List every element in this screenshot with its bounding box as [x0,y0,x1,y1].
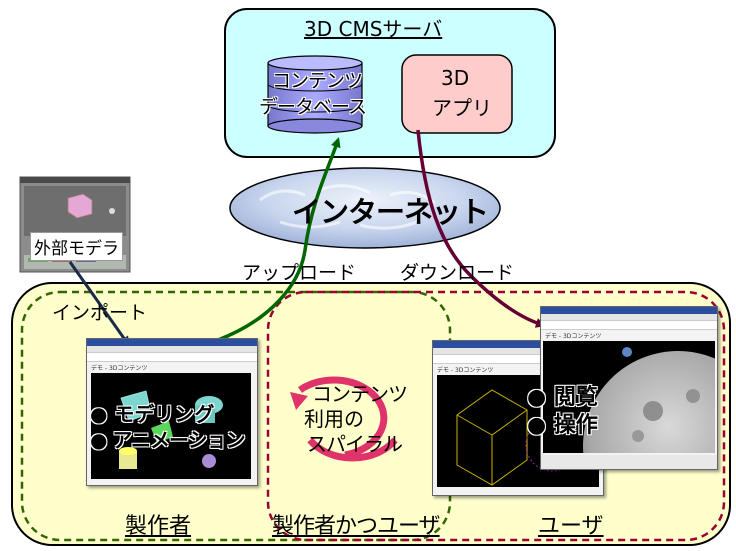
upload-arrow [217,137,341,342]
cloud-icon [229,167,501,249]
database-label-line1: コンテンツ [272,70,363,92]
spiral-label-line1: コンテンツ [312,382,408,406]
server-title: 3D CMSサーバ [304,17,443,41]
3d-scene [543,341,717,469]
spiral-arrow-icon [290,376,398,462]
spiral-label-line2: 利用の [304,407,364,431]
scene-objects [119,390,223,469]
user-label: ユーザ [538,514,604,539]
window-title: デモ - 3Dコンテンツ [91,365,148,372]
modeler-label: 外部モデラ [30,232,123,261]
user-app-window: デモ - 3Dコンテンツ [540,306,718,470]
creator-label: 製作者 [125,514,192,539]
import-arrow [68,261,130,347]
database-label-line2: データベース [259,96,367,118]
app-label-line2: アプリ [432,96,492,120]
spiral-label-line3: スパイラル [307,432,403,456]
creator-app-window: デモ - 3Dコンテンツ [86,338,258,486]
user-bullet-view: ● 閲覧 [527,385,598,410]
import-label: インポート [52,302,148,324]
download-arrow [416,129,546,328]
window-title: デモ - 3Dコンテンツ [437,367,494,374]
3d-scene [91,373,251,479]
internet-label: インターネット [292,195,489,229]
moon-scene [583,347,717,469]
app-label-line1: 3D [441,66,470,90]
user-bullet-operate: ● 操作 [527,413,598,438]
creator-bullet-modeling: ● モデリング [90,402,215,426]
creator-user-label: 製作者かつユーザ [272,514,441,539]
creator-bullet-animation: ● アニメーション [90,428,246,452]
upload-label: アップロード [242,262,357,284]
app-box [401,54,513,134]
database-cylinder-icon [267,55,363,134]
window-title: デモ - 3Dコンテンツ [545,333,602,340]
download-label: ダウンロード [400,262,515,284]
